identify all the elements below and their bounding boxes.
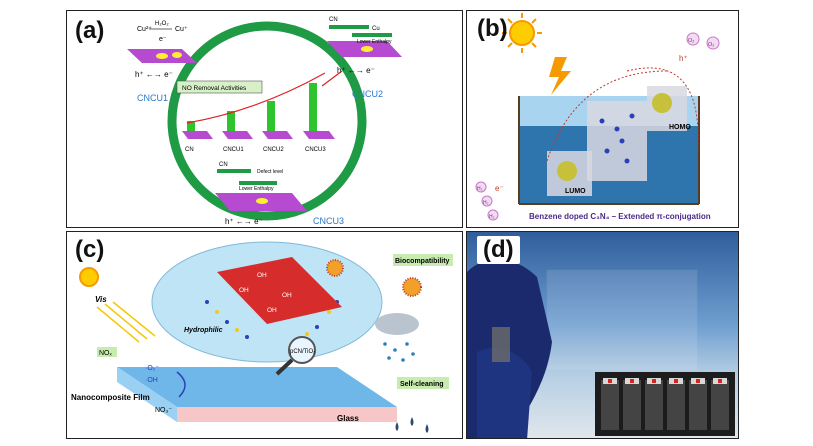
o2-bubble-2: O₂: [708, 42, 714, 48]
h2o2-text: H₂O₂: [155, 21, 169, 27]
panel-b-caption: Benzene doped C₃N₄ – Extended π-conjugat…: [529, 212, 711, 221]
transparent-film: [546, 269, 698, 371]
nox-label: NOₓ: [99, 350, 113, 357]
panel-b-label: (b): [477, 15, 508, 42]
glass-slab: [117, 367, 397, 407]
activity-bars: [187, 83, 317, 131]
h2-bubble-3: H₂: [489, 214, 495, 220]
cncu2-label: CNCU2: [352, 89, 383, 99]
oh-4: OH: [267, 307, 277, 314]
hole-electron-3: h⁺ ←→ e⁻: [225, 217, 263, 226]
cu2-text: Cu²⁺: [137, 26, 152, 33]
panel-a-diagram: Cu²⁺ Cu⁺ H₂O₂ e⁻ h⁺ ←→ e⁻ CNCU1 CN Cu Lo…: [127, 17, 402, 226]
a-e-minus-1: e⁻: [159, 36, 167, 43]
small-sun-icon: [79, 267, 99, 287]
no-removal-text: NO Removal Activities: [182, 85, 247, 92]
green-cycle-ring: [167, 21, 367, 221]
h2-bubble-1: H₂: [477, 186, 483, 192]
bar-label-cncu2: CNCU2: [263, 147, 284, 153]
panel-a-label: (a): [75, 17, 105, 44]
panel-c-label: (c): [75, 236, 105, 263]
no3-label: NO₃⁻: [155, 407, 172, 414]
nanofilm-label: Nanocomposite Film: [71, 393, 150, 402]
panel-a: Cu²⁺ Cu⁺ H₂O₂ e⁻ h⁺ ←→ e⁻ CNCU1 CN Cu Lo…: [66, 10, 463, 228]
bar-label-cncu1: CNCU1: [223, 147, 244, 153]
h2-bubble-2: H₂: [483, 200, 489, 206]
o2-radical: ·O₂⁻: [145, 365, 159, 372]
oh-1: OH: [257, 272, 267, 279]
oh-2: OH: [239, 287, 249, 294]
bar-label-cn: CN: [185, 147, 194, 153]
vis-label: Vis: [95, 295, 107, 304]
lightning-icon: [549, 57, 571, 95]
tio2-block: [217, 257, 342, 324]
lumo-label: LUMO: [565, 188, 586, 195]
bacteria-icon-2: [402, 277, 422, 297]
biocompat-label: Biocompatibility: [395, 258, 450, 265]
glass-label: Glass: [337, 414, 359, 423]
cncu3-label: CNCU3: [313, 216, 344, 226]
magnifier-icon: [288, 336, 316, 364]
bar-label-cncu3: CNCU3: [305, 147, 326, 153]
b-h-plus: h⁺: [679, 54, 688, 63]
pcn-label: pCN/TiO₂: [290, 349, 316, 355]
cloud-icon: [375, 313, 419, 335]
cn-label-2: CN: [329, 17, 338, 23]
defect-level-text: Defect level: [257, 169, 283, 175]
oh-3: OH: [282, 292, 292, 299]
cncu1-label: CNCU1: [137, 93, 168, 103]
panel-d: (d): [466, 231, 739, 439]
cu-label-2: Cu: [372, 26, 380, 32]
panel-d-label: (d): [477, 236, 520, 264]
cu-plus-text: Cu⁺: [175, 26, 188, 33]
selfclean-label: Self-cleaning: [400, 381, 444, 388]
bacteria-icon-1: [326, 259, 344, 277]
lower-enthalpy-3: Lower Enthalpy: [239, 186, 274, 192]
panel-b-diagram: HOMO LUMO h⁺ e⁻ O₂ O₂ H₂ H₂ H₂ Benzene d…: [475, 13, 720, 221]
panel-c: OH OH OH OH Biocompatibility Vis NOₓ Hyd…: [66, 231, 463, 439]
sun-icon: [509, 20, 535, 46]
o2-bubble-1: O₂: [688, 38, 694, 44]
hole-electron-1: h⁺ ←→ e⁻: [135, 70, 173, 79]
lower-enthalpy-2: Lower Enthalpy: [357, 39, 392, 45]
panel-d-photo: [467, 259, 735, 438]
panel-b: HOMO LUMO h⁺ e⁻ O₂ O₂ H₂ H₂ H₂ Benzene d…: [466, 10, 739, 228]
cn-label-3: CN: [219, 162, 228, 168]
panel-c-diagram: OH OH OH OH Biocompatibility Vis NOₓ Hyd…: [71, 241, 453, 433]
hole-electron-2: h⁺ ←→ e⁻: [337, 66, 375, 75]
b-e-minus: e⁻: [495, 184, 504, 193]
homo-label: HOMO: [669, 124, 691, 131]
hydrophilic-label: Hydrophilic: [184, 327, 223, 334]
oh-radical: ·OH: [145, 377, 158, 384]
